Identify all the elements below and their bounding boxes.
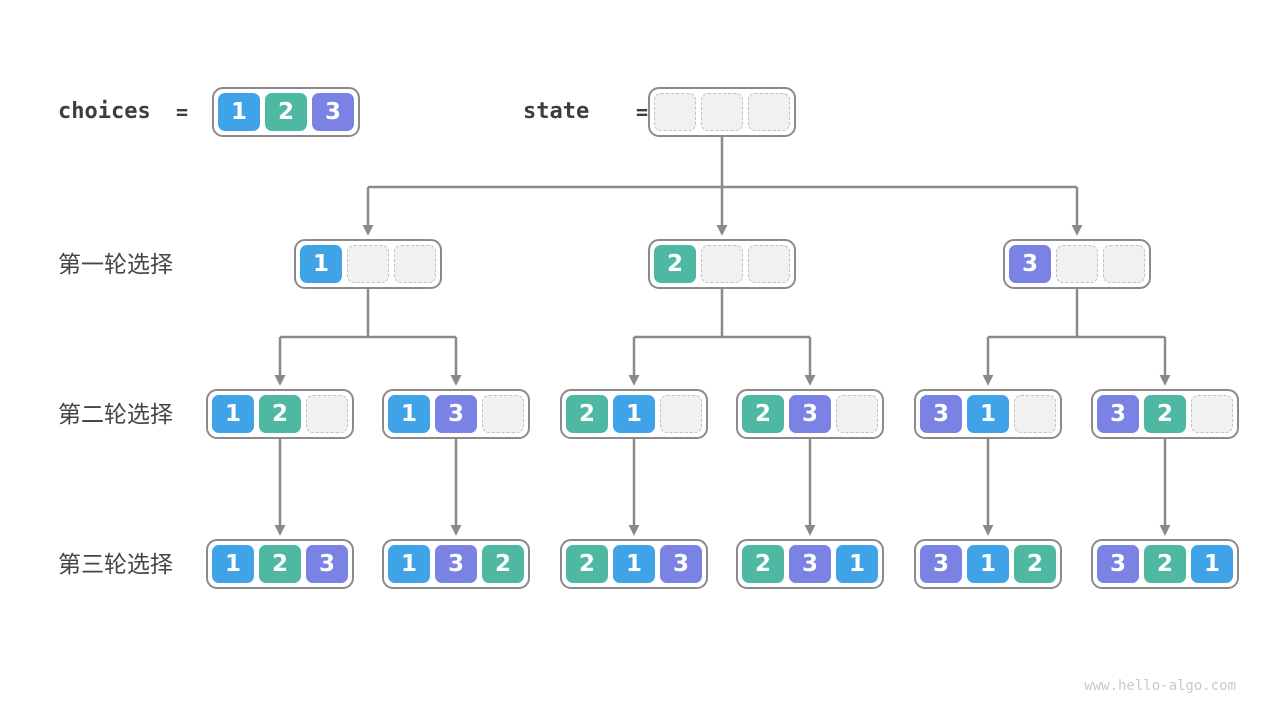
empty-cell <box>306 395 348 433</box>
choice-cell-2: 2 <box>265 93 307 131</box>
choice-cell-2: 2 <box>1014 545 1056 583</box>
choice-cell-3: 3 <box>920 545 962 583</box>
choice-cell-2: 2 <box>742 545 784 583</box>
choice-cell-2: 2 <box>566 395 608 433</box>
choice-cell-1: 1 <box>836 545 878 583</box>
choice-cell-2: 2 <box>259 395 301 433</box>
choice-cell-1: 1 <box>212 395 254 433</box>
choice-cell-2: 2 <box>1144 395 1186 433</box>
choice-cell-1: 1 <box>613 395 655 433</box>
choice-cell-3: 3 <box>789 545 831 583</box>
choice-cell-2: 2 <box>654 245 696 283</box>
choice-cell-2: 2 <box>259 545 301 583</box>
empty-cell <box>1103 245 1145 283</box>
choice-cell-1: 1 <box>1191 545 1233 583</box>
choice-cell-3: 3 <box>660 545 702 583</box>
empty-cell <box>394 245 436 283</box>
empty-cell <box>1191 395 1233 433</box>
empty-cell <box>660 395 702 433</box>
state-node-r1-2: 2 <box>648 239 796 289</box>
state-node-r1-1: 1 <box>294 239 442 289</box>
choice-cell-2: 2 <box>1144 545 1186 583</box>
choice-cell-3: 3 <box>435 395 477 433</box>
empty-cell <box>1014 395 1056 433</box>
choice-cell-3: 3 <box>306 545 348 583</box>
choices-equals-sign: = <box>176 100 189 124</box>
choice-cell-3: 3 <box>789 395 831 433</box>
choice-cell-1: 1 <box>967 545 1009 583</box>
row-label-round-1: 第一轮选择 <box>58 251 173 277</box>
choice-cell-1: 1 <box>300 245 342 283</box>
empty-cell <box>748 93 790 131</box>
choice-cell-3: 3 <box>1097 545 1139 583</box>
choice-cell-2: 2 <box>742 395 784 433</box>
empty-cell <box>748 245 790 283</box>
empty-cell <box>701 245 743 283</box>
empty-cell <box>654 93 696 131</box>
row-label-round-3: 第三轮选择 <box>58 551 173 577</box>
choice-cell-1: 1 <box>613 545 655 583</box>
row-label-round-2: 第二轮选择 <box>58 401 173 427</box>
empty-cell <box>347 245 389 283</box>
choice-cell-1: 1 <box>967 395 1009 433</box>
choice-cell-3: 3 <box>312 93 354 131</box>
state-array <box>648 87 796 137</box>
choice-cell-2: 2 <box>482 545 524 583</box>
choice-cell-1: 1 <box>218 93 260 131</box>
empty-cell <box>1056 245 1098 283</box>
choice-cell-1: 1 <box>388 545 430 583</box>
choice-cell-1: 1 <box>212 545 254 583</box>
empty-cell <box>836 395 878 433</box>
choice-cell-3: 3 <box>920 395 962 433</box>
choices-label: choices <box>58 99 151 124</box>
choice-cell-3: 3 <box>1097 395 1139 433</box>
choice-cell-3: 3 <box>1009 245 1051 283</box>
choice-cell-2: 2 <box>566 545 608 583</box>
state-equals-sign: = <box>636 100 649 124</box>
empty-cell <box>482 395 524 433</box>
state-node-r1-3: 3 <box>1003 239 1151 289</box>
empty-cell <box>701 93 743 131</box>
choice-cell-3: 3 <box>435 545 477 583</box>
choice-cell-1: 1 <box>388 395 430 433</box>
state-label: state <box>523 99 590 124</box>
watermark-url: www.hello-algo.com <box>1084 678 1236 694</box>
